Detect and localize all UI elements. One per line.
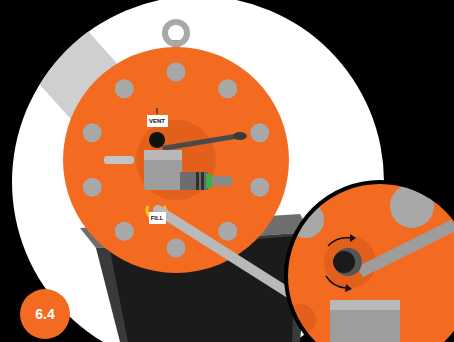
inset-hole (284, 304, 316, 336)
port-label-text: VENT (149, 118, 165, 124)
rotate-arrowhead (345, 284, 352, 292)
stub (104, 156, 134, 164)
vent-marker (157, 108, 158, 114)
rotate-arrowhead (350, 234, 356, 242)
port-label-text: FILL (151, 215, 164, 221)
vent-port (149, 132, 165, 148)
valve-lever (165, 136, 238, 148)
bolt-hole (167, 63, 186, 82)
fitting-ridge (201, 172, 204, 190)
fitting (180, 172, 208, 190)
step-number: 6.4 (35, 306, 54, 322)
inset-hose (360, 225, 454, 272)
fill-hose (158, 210, 300, 300)
bolt-holes (83, 63, 269, 258)
bolt-hole (115, 79, 134, 98)
bolt-hole (83, 123, 102, 142)
bolt-hole (218, 222, 237, 241)
inset-valve-top (330, 300, 400, 310)
green-band (206, 174, 212, 188)
step-badge: 6.4 (20, 289, 70, 339)
light-band (0, 0, 330, 342)
rotate-arrow (326, 276, 346, 288)
rotate-arrow (328, 238, 350, 246)
bolt-hole (250, 178, 269, 197)
inset-port (334, 248, 362, 276)
inset-hole (390, 184, 434, 228)
inset-border (286, 182, 454, 342)
lever-grip (233, 132, 247, 140)
port-label: VENT (147, 115, 168, 127)
bolt-hole (167, 239, 186, 258)
bolt-hole (250, 123, 269, 142)
valve-top (144, 150, 182, 160)
valve-body (144, 150, 182, 190)
fitting-tip (212, 176, 232, 186)
port-label: FILL (149, 212, 166, 224)
flange (63, 47, 289, 273)
fitting-ridge (196, 172, 199, 190)
flange-boss (136, 120, 216, 200)
lifting-eye (165, 22, 187, 44)
bolt-hole (218, 79, 237, 98)
bolt-hole (115, 222, 134, 241)
bolt-hole (83, 178, 102, 197)
inset-valve (330, 300, 400, 342)
inset-port-bore (333, 251, 355, 273)
